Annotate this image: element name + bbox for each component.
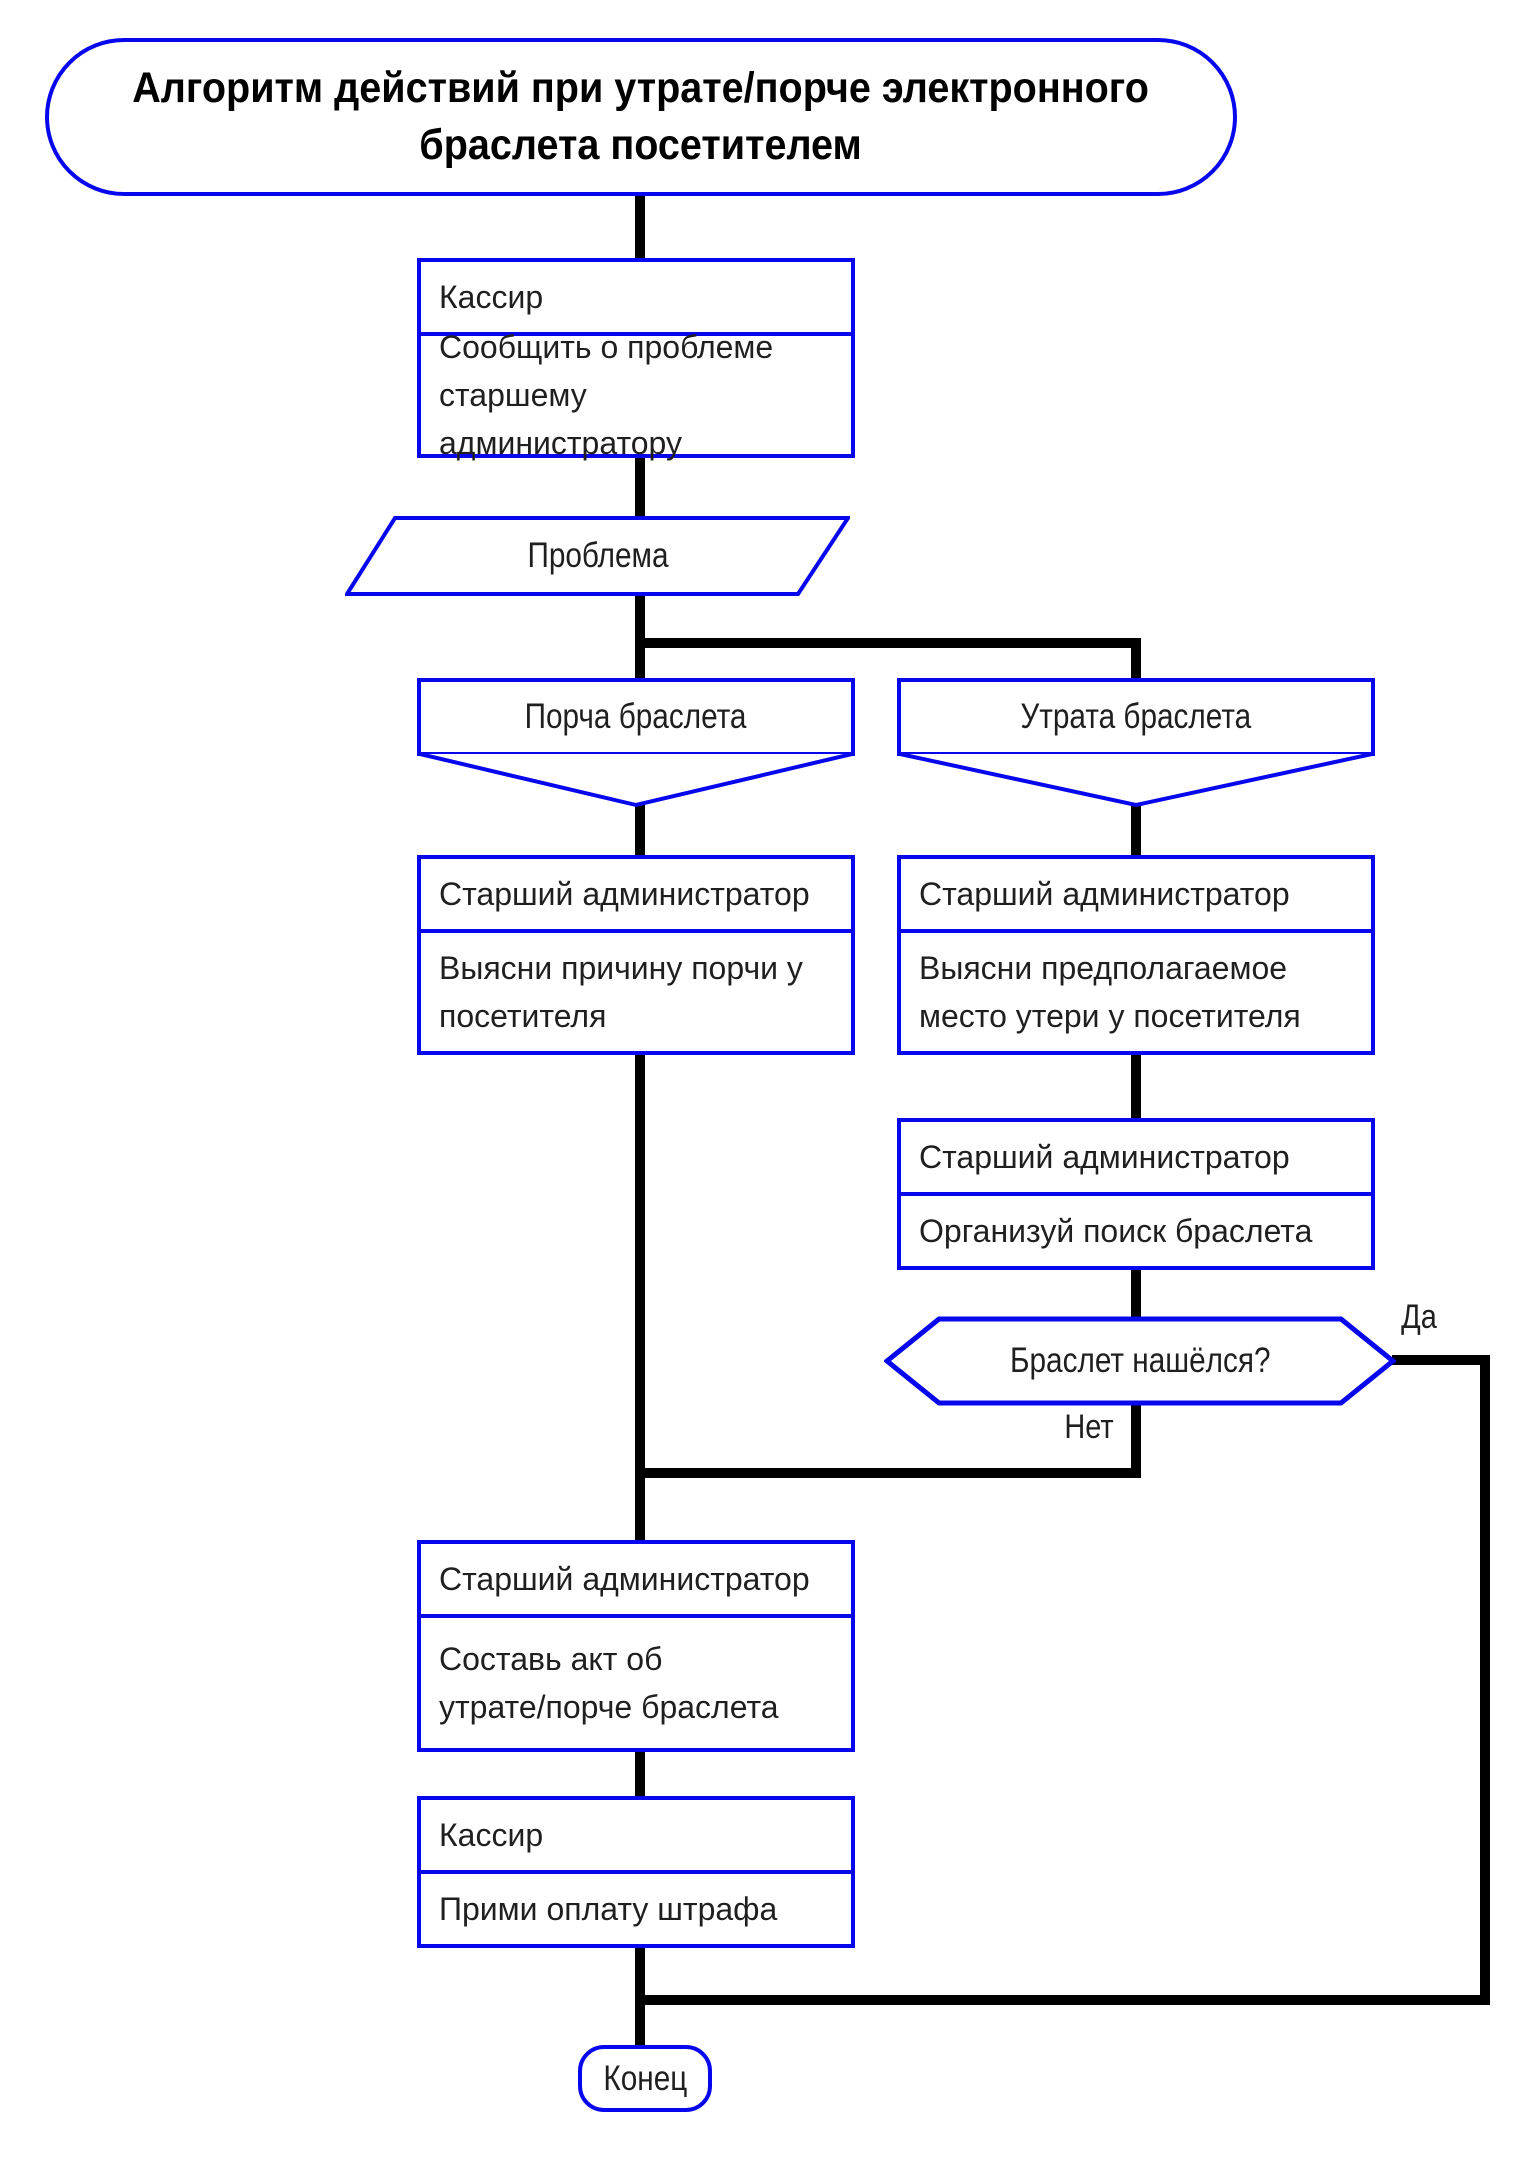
connector-act-to-fine [635, 1749, 645, 1798]
process-loss-locate-actor: Старший администратор [901, 859, 1371, 933]
no-edge-label: Нет [1064, 1408, 1114, 1446]
connector-fine-to-end [635, 1945, 645, 2045]
process-act: Старший администратор Составь акт об утр… [417, 1540, 855, 1752]
end-label: Конец [603, 2058, 687, 2098]
connector-loss-branch-down [1131, 794, 1141, 858]
process-fine: Кассир Прими оплату штрафа [417, 1796, 855, 1948]
process-fine-actor: Кассир [421, 1800, 851, 1874]
connector-yes-vertical [1480, 1355, 1490, 2005]
process-report-action: Сообщить о проблеме старшему администрат… [439, 329, 774, 461]
branch-loss-triangle [899, 754, 1373, 808]
start-terminator: Алгоритм действий при утрате/порче элект… [45, 38, 1237, 196]
branch-loss-label: Утрата браслета [1020, 697, 1252, 736]
connector-damage-branch-down [635, 794, 645, 858]
process-damage-action: Выясни причину порчи у посетителя [439, 950, 803, 1034]
connector-loss1-to-loss2 [1131, 1053, 1141, 1120]
parallelogram-shape [345, 516, 850, 596]
process-act-actor: Старший администратор [421, 1544, 851, 1618]
connector-decision-no-down [1131, 1400, 1141, 1478]
process-fine-action: Прими оплату штрафа [439, 1891, 778, 1927]
process-loss-locate: Старший администратор Выясни предполагае… [897, 855, 1375, 1055]
connector-no-merge-horizontal [635, 1468, 1141, 1478]
connector-split-horizontal [635, 638, 1141, 648]
hexagon-shape [884, 1316, 1396, 1406]
branch-damage: Порча браслета [417, 678, 855, 756]
branch-loss: Утрата браслета [897, 678, 1375, 756]
process-loss-search-action: Организуй поиск браслета [919, 1213, 1313, 1249]
process-act-action: Составь акт об утрате/порче браслета [439, 1641, 779, 1725]
connector-title-to-report [635, 194, 645, 260]
problem-parallelogram: Проблема [345, 516, 850, 596]
process-loss-search: Старший администратор Организуй поиск бр… [897, 1118, 1375, 1270]
process-report-actor: Кассир [421, 262, 851, 336]
yes-edge-label: Да [1401, 1298, 1437, 1336]
connector-split-to-loss [1131, 638, 1141, 682]
connector-problem-to-damage [635, 590, 645, 682]
branch-damage-label: Порча браслета [525, 697, 747, 736]
connector-yes-return-horizontal [635, 1995, 1490, 2005]
branch-damage-triangle [419, 754, 853, 808]
process-report: Кассир Сообщить о проблеме старшему адми… [417, 258, 855, 461]
page-title: Алгоритм действий при утрате/порче элект… [132, 64, 1150, 169]
process-damage: Старший администратор Выясни причину пор… [417, 855, 855, 1055]
connector-damage-to-act [635, 1053, 645, 1543]
connector-report-to-problem [635, 456, 645, 518]
decision-hexagon: Браслет нашёлся? [884, 1316, 1396, 1406]
process-damage-actor: Старший администратор [421, 859, 851, 933]
process-loss-locate-action: Выясни предполагаемое место утери у посе… [919, 950, 1301, 1034]
process-loss-search-actor: Старший администратор [901, 1122, 1371, 1196]
end-terminator: Конец [578, 2045, 712, 2112]
connector-loss2-to-decision [1131, 1268, 1141, 1320]
connector-yes-out [1392, 1355, 1490, 1365]
